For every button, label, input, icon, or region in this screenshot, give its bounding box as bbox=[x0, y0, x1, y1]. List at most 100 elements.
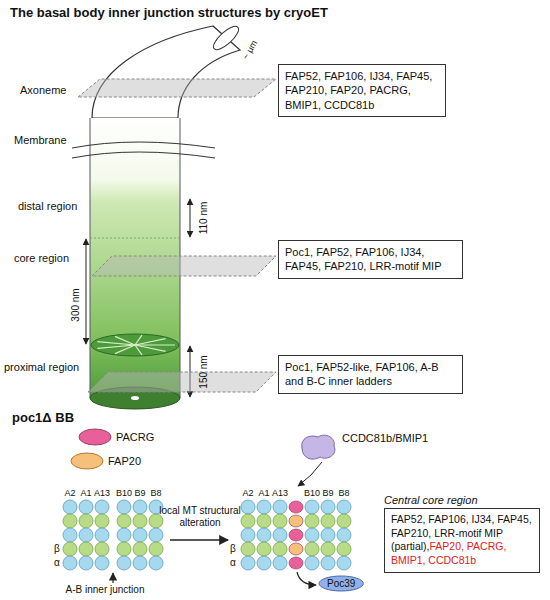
label: 110 nm bbox=[198, 202, 210, 235]
label: α bbox=[230, 557, 236, 569]
label: B10 bbox=[304, 488, 320, 498]
tubulin-subunit bbox=[63, 528, 77, 542]
protein-ellipse bbox=[70, 452, 104, 470]
label: 150 nm bbox=[198, 355, 210, 388]
protein-blob-shape bbox=[302, 435, 335, 459]
cartwheel-ring bbox=[91, 334, 179, 356]
tubulin-subunit bbox=[321, 528, 335, 542]
label: A-B inner junction bbox=[66, 584, 145, 596]
tubulin-subunit bbox=[241, 500, 255, 514]
tubulin-subunit bbox=[117, 556, 131, 570]
label: B8 bbox=[150, 488, 161, 498]
tubulin-subunit bbox=[257, 542, 271, 556]
tubulin-subunit bbox=[305, 500, 319, 514]
tubulin-subunit bbox=[133, 514, 147, 528]
protein-shape: CCDC81b/BMIP1 bbox=[298, 432, 428, 462]
tubulin-subunit bbox=[305, 556, 319, 570]
tubulin-subunit bbox=[133, 542, 147, 556]
cylinder-edge bbox=[90, 118, 91, 398]
label: poc1Δ BB bbox=[12, 411, 74, 426]
junction-protein bbox=[289, 501, 303, 513]
cartwheel-spoke bbox=[97, 345, 135, 348]
tubulin-subunit bbox=[321, 500, 335, 514]
tubulin-subunit bbox=[133, 500, 147, 514]
tubulin-subunit bbox=[241, 514, 255, 528]
tubulin-subunit bbox=[149, 528, 163, 542]
cartwheel-spoke bbox=[135, 345, 142, 355]
section-plane bbox=[78, 79, 276, 97]
tubulin-subunit bbox=[241, 542, 255, 556]
tubulin-subunit bbox=[241, 556, 255, 570]
tubulin-subunit bbox=[305, 514, 319, 528]
tubulin-subunit bbox=[337, 528, 351, 542]
section-plane bbox=[88, 372, 276, 392]
tubulin-subunit bbox=[273, 542, 287, 556]
label: A2 bbox=[64, 488, 75, 498]
tubulin-subunit bbox=[117, 514, 131, 528]
dimension-brackets bbox=[86, 199, 190, 397]
microtubule-right bbox=[241, 500, 351, 570]
tubulin-subunit bbox=[149, 542, 163, 556]
tubulin-subunit bbox=[95, 542, 109, 556]
cartwheel-spoke bbox=[135, 339, 166, 345]
cartwheel-spoke bbox=[115, 336, 135, 345]
tubulin-subunit bbox=[79, 528, 93, 542]
tubulin-subunit bbox=[149, 514, 163, 528]
label: B9 bbox=[322, 488, 333, 498]
tubulin-subunit bbox=[95, 500, 109, 514]
tubulin-subunit bbox=[321, 542, 335, 556]
protein-shape: Poc39 bbox=[318, 575, 364, 592]
label: local MT structural alteration bbox=[155, 505, 245, 528]
junction-pointer bbox=[112, 573, 113, 583]
tubulin-subunit bbox=[257, 514, 271, 528]
label: A1 bbox=[258, 488, 269, 498]
text-box: Poc1, FAP52-like, FAP106, A-B and B-C in… bbox=[278, 355, 463, 394]
label: ~ μm bbox=[240, 39, 259, 62]
box-heading: Central core region bbox=[384, 494, 540, 506]
box-text: Poc1, FAP52-like, FAP106, A-B and B-C in… bbox=[285, 360, 456, 389]
section-plane bbox=[92, 256, 276, 276]
junction-protein bbox=[289, 543, 303, 555]
protein-ellipse-shape bbox=[79, 429, 111, 445]
tubulin-subunit bbox=[133, 528, 147, 542]
tubulin-subunit bbox=[133, 556, 147, 570]
junction-protein bbox=[289, 557, 303, 569]
label: B8 bbox=[338, 488, 349, 498]
text-box: FAP52, FAP106, IJ34, FAP45, FAP210, FAP2… bbox=[278, 64, 446, 117]
label: proximal region bbox=[4, 361, 79, 374]
axoneme-end bbox=[210, 23, 242, 53]
label: β bbox=[230, 543, 236, 555]
tubulin-subunit bbox=[95, 528, 109, 542]
tubulin-subunit bbox=[337, 542, 351, 556]
protein-name: PACRG bbox=[116, 431, 154, 443]
tubulin-subunit bbox=[273, 556, 287, 570]
membrane-line bbox=[72, 152, 215, 158]
label: core region bbox=[14, 252, 69, 265]
tubulin-subunit bbox=[63, 542, 77, 556]
protein-ellipse-shape bbox=[319, 576, 363, 591]
transition-arrow bbox=[170, 539, 228, 540]
tubulin-subunit bbox=[79, 500, 93, 514]
protein-ellipse-shape bbox=[71, 453, 103, 469]
protein-name: FAP20 bbox=[108, 455, 141, 467]
tubulin-subunit bbox=[337, 514, 351, 528]
protein-ellipse bbox=[78, 428, 112, 446]
protein-name: Poc39 bbox=[327, 578, 355, 589]
tubulin-subunit bbox=[273, 514, 287, 528]
text-box: Central core regionFAP52, FAP106, IJ34, … bbox=[384, 494, 540, 573]
tubulin-subunit bbox=[273, 528, 287, 542]
junction-protein bbox=[289, 515, 303, 527]
tubulin-subunit bbox=[257, 528, 271, 542]
tubulin-subunit bbox=[79, 556, 93, 570]
tubulin-subunit bbox=[337, 556, 351, 570]
tubulin-subunit bbox=[63, 556, 77, 570]
tubulin-subunit bbox=[305, 528, 319, 542]
tubulin-subunit bbox=[321, 556, 335, 570]
cartwheel-spoke bbox=[135, 345, 166, 351]
tubulin-subunit bbox=[321, 514, 335, 528]
label: 300 nm bbox=[70, 288, 82, 321]
protein-blob bbox=[298, 432, 338, 462]
binding-arrow bbox=[298, 462, 322, 486]
region-border bbox=[90, 238, 180, 239]
